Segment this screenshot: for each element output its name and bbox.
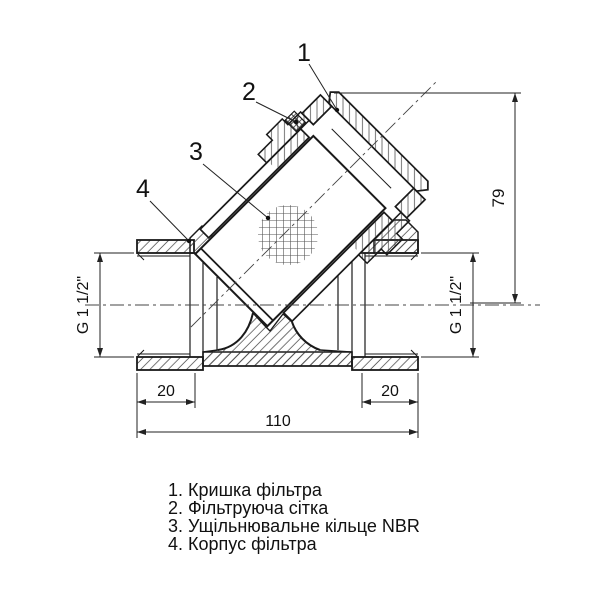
dimension-thread-left: G 1 1/2": [75, 252, 134, 358]
mesh-screen: [258, 205, 318, 265]
dim-port-left-label: 20: [157, 383, 175, 400]
callout-1-number: 1: [297, 39, 311, 67]
filter-cap-face: [327, 91, 429, 193]
callout-4: 4: [136, 175, 192, 244]
dim-port-right-label: 20: [381, 383, 399, 400]
legend: 1. Кришка фільтра 2. Фільтруюча сітка 3.…: [168, 480, 420, 554]
body-sump: [202, 311, 353, 367]
dimension-thread-right: G 1 1/2": [421, 252, 479, 358]
centerlines: [85, 81, 540, 328]
legend-line-1: 1. Кришка фільтра: [168, 480, 323, 500]
callout-4-number: 4: [136, 175, 150, 203]
right-flange-bottom-wall: [351, 356, 419, 371]
diagonal-centerline: [190, 81, 437, 328]
filter-cap-upper-rim: [300, 93, 333, 126]
legend-line-3: 3. Ущільнювальне кільце NBR: [168, 516, 420, 536]
cartridge-seat-line: [200, 247, 274, 322]
legend-line-4: 4. Корпус фільтра: [168, 534, 318, 554]
dim-79-label: 79: [489, 189, 508, 208]
dimension-port-left-20: 20: [136, 373, 196, 438]
left-flange-bottom-wall: [136, 356, 204, 371]
dimension-height-79: 79: [334, 92, 521, 304]
port-chamfers: [136, 252, 419, 358]
callout-3: 3: [189, 138, 271, 221]
bonnet-lower-thread: [352, 213, 392, 253]
dimensions: 79 G 1 1/2" G 1 1/2" 20 20: [75, 92, 521, 438]
callout-2-number: 2: [242, 78, 256, 106]
callouts: 1 2 3 4: [136, 39, 340, 244]
cap-inner-step: [331, 128, 392, 189]
dim-thread-right-label: G 1 1/2": [448, 276, 465, 334]
dim-length-label: 110: [265, 413, 291, 430]
left-flange-top-wall: [136, 239, 195, 254]
valve-body: [136, 219, 419, 371]
sump-curves: [217, 312, 321, 351]
callout-2: 2: [242, 78, 299, 125]
callout-1: 1: [297, 39, 340, 113]
dim-thread-left-label: G 1 1/2": [75, 276, 92, 334]
callout-3-number: 3: [189, 138, 203, 166]
dimension-port-right-20: 20: [361, 373, 419, 438]
legend-line-2: 2. Фільтруюча сітка: [168, 498, 329, 518]
left-port-threads: [137, 255, 190, 355]
dimension-length-110: 110: [137, 413, 418, 435]
filter-cap-lower-rim: [394, 187, 427, 220]
bonnet-upper-thread: [268, 129, 309, 170]
